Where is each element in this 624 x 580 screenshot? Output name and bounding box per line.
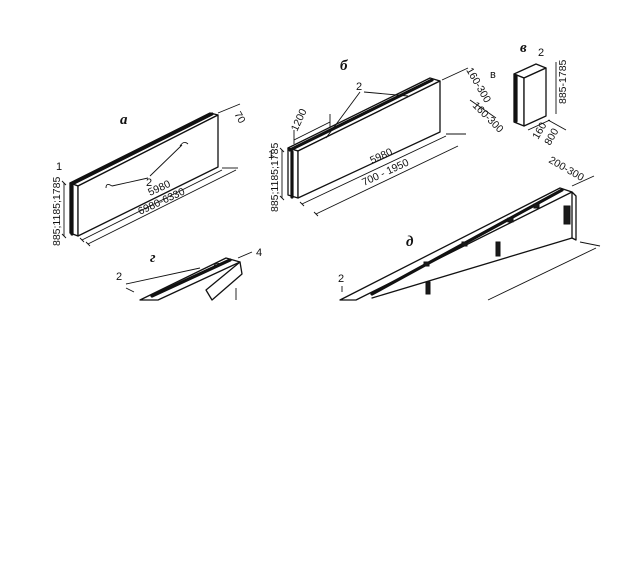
panel-b-callout-2: 2 (356, 81, 362, 93)
panel-b: б 1 2 1200 5980 700 - 1950 885;1185;1785… (268, 58, 506, 215)
panel-a-dim-thick-line (217, 103, 241, 114)
panel-g-side-face (205, 261, 243, 301)
panel-a-callout-1: 1 (56, 161, 62, 173)
panel-d-end-detail (563, 205, 571, 225)
panel-b-dim-span-line (315, 145, 459, 215)
panel-b-dim-depth: 160-300 (470, 100, 506, 136)
panel-b-dim-offset-line (293, 121, 331, 141)
panel-d-insert-3 (507, 217, 514, 223)
panel-b-dim-thickness-note: в (490, 69, 496, 81)
panel-b-leader-2b (363, 91, 409, 97)
panel-g-callout-tick (125, 287, 135, 293)
panel-d-slot-1 (495, 241, 501, 257)
panel-d-label: д (406, 234, 414, 250)
panel-b-dim-depth-line (469, 99, 497, 119)
panel-a-front-face (77, 114, 219, 237)
panel-a-loop-right (179, 141, 189, 147)
block-v-dim-height: 885-1785 (557, 59, 569, 104)
panel-a-dim-length-line (81, 169, 223, 241)
panel-d-bottom-edge (371, 237, 573, 299)
panel-b-label: б (340, 58, 348, 74)
block-v-callout-2: 2 (538, 47, 544, 59)
panel-g: г 2 4 (116, 247, 262, 301)
panel-b-dim-length-line (301, 135, 447, 205)
panel-d-insert-2 (461, 241, 468, 247)
panel-a-label: а (120, 112, 128, 128)
block-v-dim-width-line (527, 119, 551, 131)
panel-b-dim-thick-line (441, 67, 469, 81)
panel-d-callout-2: 2 (338, 273, 344, 285)
panel-b-callout-1: 1 (268, 149, 274, 161)
panel-d-insert-1 (423, 261, 430, 267)
block-v: в 2 885-1785 160 800 (513, 40, 569, 148)
panel-d-slot-2 (425, 281, 431, 295)
block-v-label: в (520, 40, 527, 56)
panel-a-leader-2a (111, 177, 149, 187)
panel-b-dim-offset: 1200 (289, 107, 310, 133)
dimension-ticks (61, 147, 319, 247)
panel-g-leader-2 (125, 267, 201, 285)
panel-b-front-face (297, 80, 441, 199)
panel-a-leader-2b (149, 144, 183, 177)
panel-d-dim-thickness: 200-300 (547, 154, 587, 184)
panel-d-dim-line (487, 247, 597, 301)
panel-a-callout-2: 2 (146, 177, 152, 189)
panel-d-dim-thick-line (571, 175, 595, 187)
panel-g-callout-2: 2 (116, 271, 122, 283)
panel-b-top-band (288, 78, 434, 152)
panel-d-dim-ext (579, 241, 601, 247)
panel-d-end-face (571, 191, 577, 241)
panel-a-dim-thickness: 70 (231, 110, 247, 126)
panel-b-dim-height: 885;1185;1785 (269, 143, 281, 212)
panel-g-top-band (150, 258, 232, 298)
block-v-dim-depth-line (547, 119, 567, 131)
panel-g-loop (213, 262, 221, 267)
panel-g-leader-4 (237, 251, 253, 259)
block-v-front (523, 67, 547, 127)
panel-g-label: г (150, 250, 156, 266)
panel-a-dim-height: 885;1185;1785 (51, 177, 63, 246)
panel-g-callout-4: 4 (256, 247, 262, 259)
panel-a: а 1 2 5980 6980-6330 885;1185;1785 70 (51, 103, 248, 246)
panel-d-insert-4 (533, 203, 540, 209)
panel-a-loop-left (105, 183, 113, 189)
panel-a-top-band (70, 112, 214, 186)
panel-b-leader-2a (325, 91, 361, 139)
panel-a-dim-span-line (87, 169, 237, 245)
